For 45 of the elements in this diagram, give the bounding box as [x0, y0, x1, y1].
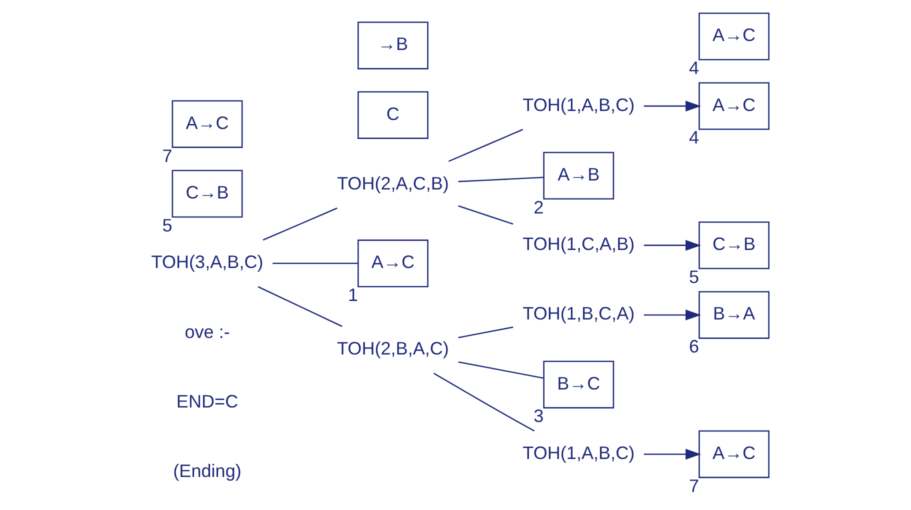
arrow [644, 310, 702, 320]
node-text: TOH(1,B,C,A) [522, 304, 635, 324]
node-box: B→A [698, 291, 770, 339]
connector [272, 262, 358, 264]
arrow [644, 100, 702, 112]
node-text: TOH(1,A,B,C) [522, 94, 635, 115]
node-text: TOH(1,A,B,C) [522, 442, 635, 463]
node-label: 2 [534, 197, 544, 218]
node-label: 3 [534, 406, 544, 426]
node-box: A→C [358, 240, 428, 288]
node-label: 4 [689, 128, 700, 148]
node-box: C→B [172, 170, 243, 218]
node-text: TOH(1,C,A,B) [522, 234, 635, 254]
node-box: A→C [698, 430, 770, 478]
label: ove :- [184, 322, 230, 342]
connector [258, 286, 342, 327]
node-box: A→C [698, 12, 770, 60]
node-box: A→C [698, 82, 770, 130]
connector [458, 176, 544, 182]
node-box: C→B [698, 221, 770, 270]
node-label: 5 [162, 215, 172, 236]
node-box: →B [358, 22, 428, 70]
node-box: A→C [172, 100, 243, 148]
node-text: TOH(2,B,A,C) [336, 338, 449, 359]
arrow [644, 448, 702, 460]
node-box: B→C [543, 360, 614, 408]
connector [448, 128, 524, 162]
node-box: A→B [543, 152, 614, 200]
connector [458, 205, 514, 225]
node-label: 5 [689, 266, 700, 287]
node-label: 6 [689, 336, 700, 357]
node-label: 7 [689, 476, 700, 496]
node-box: C [358, 91, 428, 139]
connector [434, 372, 535, 432]
connector [458, 326, 514, 338]
label: (Ending) [173, 461, 242, 482]
node-text: TOH(3,A,B,C) [151, 252, 264, 272]
node-label: 1 [348, 285, 358, 306]
node-label: 4 [689, 58, 700, 78]
arrow [644, 240, 702, 251]
node-label: 7 [162, 146, 172, 166]
label: END=C [176, 391, 238, 412]
node-text: TOH(2,A,C,B) [336, 173, 449, 194]
connector [458, 361, 544, 379]
connector [262, 208, 338, 241]
